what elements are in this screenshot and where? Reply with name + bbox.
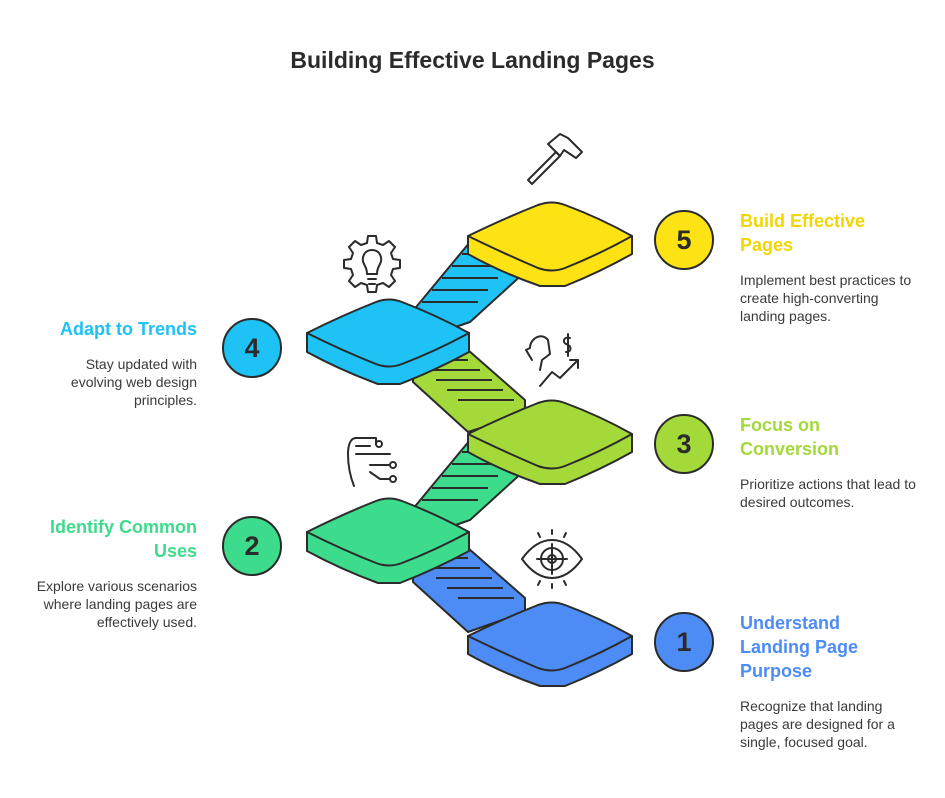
step-1-description: Recognize that landing pages are designe… xyxy=(740,698,895,750)
eye-target-icon xyxy=(521,529,583,589)
hammer-icon xyxy=(527,133,583,185)
step-3-title: Focus on Conversion xyxy=(740,415,840,459)
step-3-description: Prioritize actions that lead to desired … xyxy=(740,476,916,510)
step-5-title: Build Effective Pages xyxy=(740,211,866,255)
step-4-badge: 4 xyxy=(222,318,282,378)
step-4-description: Stay updated with evolving web design pr… xyxy=(70,356,197,408)
step-4-title: Adapt to Trends xyxy=(59,319,197,339)
head-dollar-growth-icon xyxy=(525,333,579,387)
platform-3 xyxy=(467,399,633,485)
step-1-title: Understand Landing Page Purpose xyxy=(740,613,859,681)
step-3-badge: 3 xyxy=(654,414,714,474)
step-1-badge: 1 xyxy=(654,612,714,672)
platform-1 xyxy=(467,601,633,687)
step-5-description: Implement best practices to create high-… xyxy=(740,272,912,324)
platform-2 xyxy=(306,497,470,584)
step-5-badge: 5 xyxy=(654,210,714,270)
step-2-description: Explore various scenarios where landing … xyxy=(36,578,197,630)
platform-5 xyxy=(467,201,633,287)
platform-4 xyxy=(306,298,470,385)
hand-circuit-icon xyxy=(347,437,397,487)
gear-lightbulb-icon xyxy=(343,235,401,293)
step-2-title: Identify Common Uses xyxy=(50,517,197,561)
step-2-badge: 2 xyxy=(222,516,282,576)
page-title: Building Effective Landing Pages xyxy=(290,47,655,73)
